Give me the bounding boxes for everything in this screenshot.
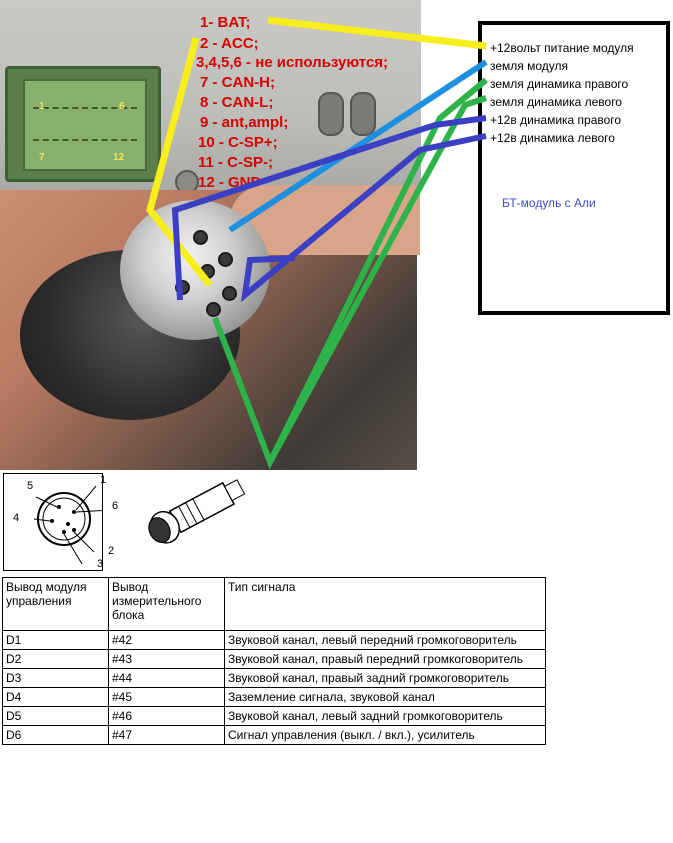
table-cell: #47: [108, 725, 225, 745]
navy-wire: [240, 133, 487, 303]
table-row: D5 #46 Звуковой канал, левый задний гром…: [2, 706, 546, 726]
green-wire: [212, 77, 488, 470]
table-cell: D3: [2, 668, 109, 688]
pinout-number: 2: [108, 545, 115, 557]
pin-label-acc: 2 - ACC;: [200, 35, 259, 52]
table-header-cell: Вывод измерительного блока: [108, 577, 225, 631]
pin-label-can-h: 7 - CAN-H;: [200, 74, 275, 91]
table-header-cell: Тип сигнала: [224, 577, 546, 631]
connector-pin-number: 7: [39, 152, 45, 163]
connector-pin-number: 6: [119, 101, 125, 112]
connector-pin-number: 12: [113, 152, 125, 163]
table-header-row: Вывод модуля управления Вывод измеритель…: [2, 577, 546, 631]
pinout-number: 6: [112, 500, 119, 512]
table-cell: Звуковой канал, правый передний громкого…: [224, 649, 546, 669]
table-row: D1 #42 Звуковой канал, левый передний гр…: [2, 630, 546, 650]
module-line-right-speaker-plus: +12в динамика правого: [490, 113, 622, 127]
table-cell: Звуковой канал, левый задний громкоговор…: [224, 706, 546, 726]
table-cell: Звуковой канал, левый передний громкогов…: [224, 630, 546, 650]
pinout-number: 5: [27, 480, 34, 492]
din-pinout-diagram: 5 1 4 6 2 3: [3, 473, 118, 571]
plug-pin: [218, 252, 233, 267]
table-cell: Заземление сигнала, звуковой канал: [224, 687, 546, 707]
pin-label-c-sp-minus: 11 - C-SP-;: [198, 154, 274, 171]
table-cell: #44: [108, 668, 225, 688]
din-plug-drawing: [148, 479, 246, 544]
table-cell: #42: [108, 630, 225, 650]
green-wire: [267, 95, 487, 464]
pinout-number: 1: [100, 474, 107, 486]
connector-pin-block: 1 6 7 12: [23, 79, 147, 171]
pin-label-unused: 3,4,5,6 - не используются;: [196, 54, 389, 71]
blue-wire: [228, 59, 488, 233]
connector-pin-number: 1: [39, 101, 45, 112]
bt-module-box: +12вольт питание модуля земля модуля зем…: [478, 21, 670, 315]
wiring-overlay: [146, 16, 488, 470]
plug-pin: [206, 302, 221, 317]
pin-label-bat: 1- BAT;: [200, 14, 251, 31]
plug-pin: [222, 286, 237, 301]
yellow-wire: [267, 16, 487, 50]
table-cell: D6: [2, 725, 109, 745]
module-line-left-speaker-plus: +12в динамика левого: [490, 131, 615, 145]
din-socket-drawing: [33, 485, 102, 565]
table-cell: #46: [108, 706, 225, 726]
table-cell: #45: [108, 687, 225, 707]
table-row: D3 #44 Звуковой канал, правый задний гро…: [2, 668, 546, 688]
pin-row-bottom: [33, 139, 137, 149]
table-cell: D5: [2, 706, 109, 726]
table-row: D4 #45 Заземление сигнала, звуковой кана…: [2, 687, 546, 707]
pin-label-c-sp-plus: 10 - C-SP+;: [198, 134, 278, 151]
pin-label-can-l: 8 - CAN-L;: [200, 94, 274, 111]
table-row: D2 #43 Звуковой канал, правый передний г…: [2, 649, 546, 669]
table-row: D6 #47 Сигнал управления (выкл. / вкл.),…: [2, 725, 546, 745]
panel-slot: [350, 92, 376, 136]
module-line-ground: земля модуля: [490, 59, 569, 73]
pinout-number: 3: [97, 558, 104, 570]
table-cell: D4: [2, 687, 109, 707]
plug-pin: [193, 230, 208, 245]
table-cell: Звуковой канал, правый задний громкогово…: [224, 668, 546, 688]
module-line-left-speaker-ground: земля динамика левого: [490, 95, 622, 109]
table-cell: D1: [2, 630, 109, 650]
module-line-right-speaker-ground: земля динамика правого: [490, 77, 629, 91]
navy-wire: [171, 115, 487, 301]
table-cell: D2: [2, 649, 109, 669]
table-cell: #43: [108, 649, 225, 669]
table-header-cell: Вывод модуля управления: [2, 577, 109, 631]
iso-connector-12pin: 1 6 7 12: [5, 66, 161, 182]
yellow-wire: [146, 37, 213, 288]
pinout-number: 4: [13, 512, 20, 524]
module-line-power: +12вольт питание модуля: [490, 41, 634, 55]
module-name: БТ-модуль с Али: [502, 196, 596, 210]
pin-label-ant-ampl: 9 - ant,ampl;: [200, 114, 289, 131]
signal-table: Вывод модуля управления Вывод измеритель…: [2, 577, 546, 745]
panel-slot: [318, 92, 344, 136]
pin-row-top: [33, 107, 137, 117]
table-cell: Сигнал управления (выкл. / вкл.), усилит…: [224, 725, 546, 745]
